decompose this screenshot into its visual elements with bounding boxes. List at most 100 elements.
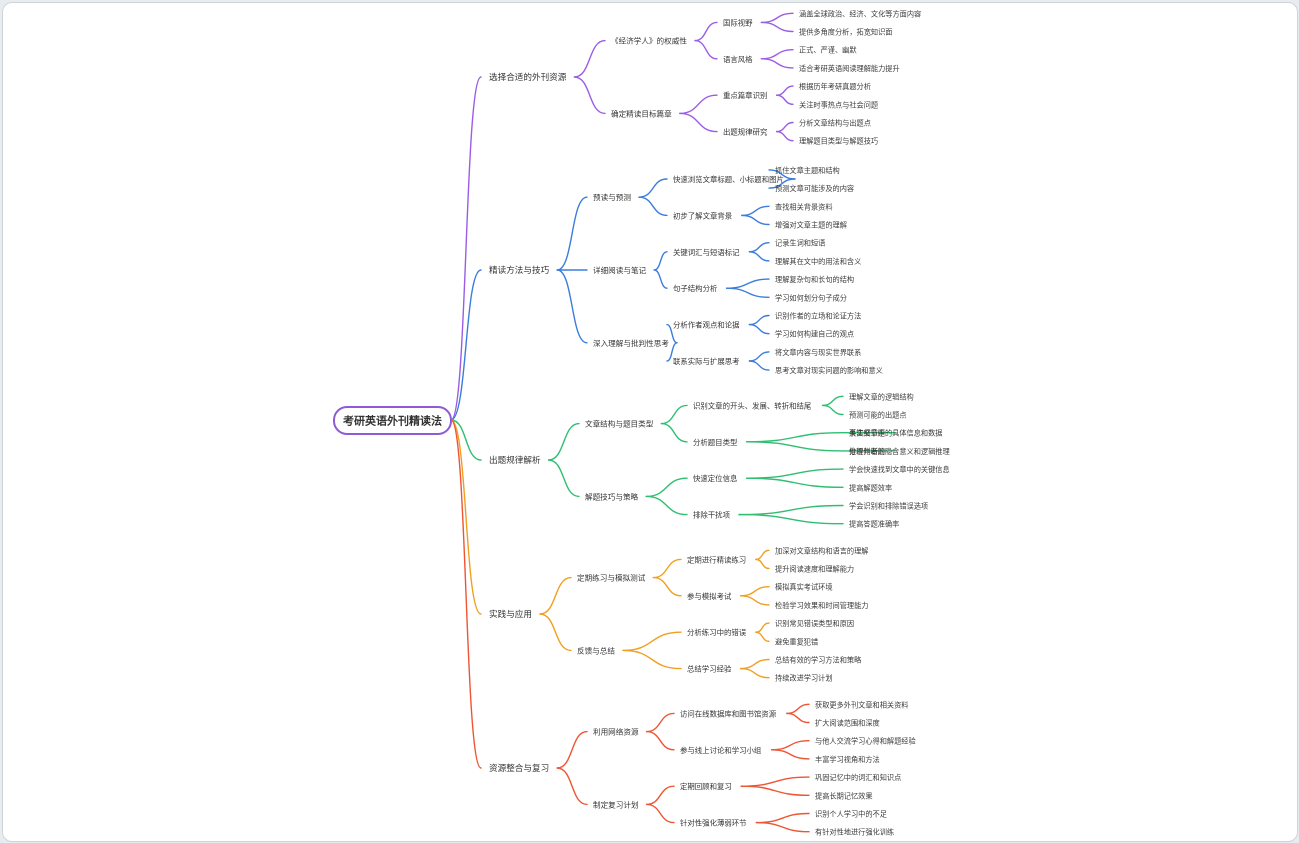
node-label-depth-4[interactable]: 识别个人学习中的不足 xyxy=(815,810,887,819)
root-node[interactable]: 考研英语外刊精读法 xyxy=(333,406,452,435)
node-label-depth-4[interactable]: 提高长期记忆效果 xyxy=(815,791,873,800)
node-label-depth-3[interactable]: 参与线上讨论和学习小组 xyxy=(680,746,762,755)
node-label-depth-4[interactable]: 学习如何构建自己的观点 xyxy=(775,330,854,339)
edge xyxy=(450,419,482,615)
node-label-depth-4[interactable]: 适合考研英语阅读理解能力提升 xyxy=(799,64,900,73)
edge xyxy=(740,776,810,787)
node-label-depth-3[interactable]: 句子结构分析 xyxy=(673,284,718,293)
edge xyxy=(556,269,588,344)
node-label-depth-4[interactable]: 避免重复犯错 xyxy=(775,637,818,646)
node-label-depth-4[interactable]: 思考文章对现实问题的影响和意义 xyxy=(775,366,883,375)
node-label-depth-4[interactable]: 增强对文章主题的理解 xyxy=(775,221,847,230)
node-label-depth-3[interactable]: 快速浏览文章标题、小标题和图片 xyxy=(673,175,784,184)
node-label-depth-4[interactable]: 提高答题准确率 xyxy=(849,520,899,529)
node-label-depth-4[interactable]: 模拟真实考试环境 xyxy=(775,583,833,592)
edge xyxy=(638,196,668,217)
edge xyxy=(741,205,770,217)
node-label-depth-4[interactable]: 有针对性地进行强化训练 xyxy=(815,828,894,837)
node-label-depth-4[interactable]: 加深对文章结构和语言的理解 xyxy=(775,546,868,555)
node-label-depth-4[interactable]: 分析文章结构与出题点 xyxy=(799,119,871,128)
node-label-depth-4[interactable]: 抓住文章主题和结构 xyxy=(775,166,840,175)
node-label-depth-3[interactable]: 国际视野 xyxy=(723,18,753,27)
node-label-depth-3[interactable]: 重点篇章识别 xyxy=(723,91,767,100)
edge xyxy=(694,39,718,60)
edge xyxy=(745,432,844,443)
node-label-depth-5[interactable]: 关注文章中的具体信息和数据 xyxy=(849,429,942,438)
node-label-depth-4[interactable]: 总结有效的学习方法和策略 xyxy=(775,656,862,665)
node-label-depth-3[interactable]: 出题规律研究 xyxy=(723,128,768,137)
node-label-depth-3[interactable]: 分析练习中的错误 xyxy=(687,628,747,637)
node-label-depth-4[interactable]: 提高解题效率 xyxy=(849,483,892,492)
node-label-depth-4[interactable]: 识别常见错误类型和原因 xyxy=(775,619,854,628)
node-label-depth-3[interactable]: 识别文章的开头、发展、转折和结尾 xyxy=(693,401,811,410)
node-label-depth-3[interactable]: 初步了解文章背景 xyxy=(673,211,732,220)
node-label-depth-3[interactable]: 针对性强化薄弱环节 xyxy=(680,819,747,828)
node-label-depth-1[interactable]: 资源整合与复习 xyxy=(489,762,549,774)
node-label-depth-4[interactable]: 获取更多外刊文章和相关资料 xyxy=(815,700,908,709)
node-label-depth-4[interactable]: 关注时事热点与社会问题 xyxy=(799,100,878,109)
node-label-depth-4[interactable]: 学会识别和排除错误选项 xyxy=(849,502,928,511)
node-label-depth-2[interactable]: 解题技巧与策略 xyxy=(585,491,639,501)
node-label-depth-5[interactable]: 分析作者的隐含意义和逻辑推理 xyxy=(849,447,950,456)
node-label-depth-3[interactable]: 参与模拟考试 xyxy=(687,592,732,601)
edge xyxy=(547,422,580,461)
node-label-depth-3[interactable]: 语言风格 xyxy=(723,55,753,64)
node-label-depth-3[interactable]: 分析作者观点和论据 xyxy=(673,321,740,330)
node-label-depth-4[interactable]: 推理判断题 xyxy=(849,447,885,456)
edge xyxy=(786,712,810,724)
node-label-depth-4[interactable]: 持续改进学习计划 xyxy=(775,674,833,683)
node-label-depth-3[interactable]: 排除干扰项 xyxy=(693,511,731,520)
node-label-depth-4[interactable]: 理解复杂句和长句的结构 xyxy=(775,275,854,284)
node-label-depth-4[interactable]: 根据历年考研真题分析 xyxy=(799,82,871,91)
node-label-depth-2[interactable]: 文章结构与题目类型 xyxy=(585,419,654,429)
node-label-depth-4[interactable]: 学习如何划分句子成分 xyxy=(775,293,847,302)
node-label-depth-4[interactable]: 理解题目类型与解题技巧 xyxy=(799,137,878,146)
node-label-depth-2[interactable]: 深入理解与批判性思考 xyxy=(593,338,669,348)
node-label-depth-4[interactable]: 将文章内容与现实世界联系 xyxy=(775,348,861,357)
node-label-depth-4[interactable]: 学会快速找到文章中的关键信息 xyxy=(849,465,950,474)
node-label-depth-4[interactable]: 预测可能的出题点 xyxy=(849,411,907,420)
node-label-depth-1[interactable]: 实践与应用 xyxy=(489,608,532,620)
node-label-depth-2[interactable]: 利用网络资源 xyxy=(593,727,639,737)
node-label-depth-2[interactable]: 制定复习计划 xyxy=(593,799,639,809)
node-label-depth-3[interactable]: 总结学习经验 xyxy=(687,665,732,674)
node-label-depth-4[interactable]: 丰富学习视角和方法 xyxy=(815,755,880,764)
node-label-depth-4[interactable]: 理解文章的逻辑结构 xyxy=(849,392,914,401)
node-label-depth-2[interactable]: 反馈与总结 xyxy=(577,645,615,655)
node-label-depth-2[interactable]: 定期练习与模拟测试 xyxy=(577,573,646,583)
edge xyxy=(450,269,482,421)
node-label-depth-1[interactable]: 选择合适的外刊资源 xyxy=(489,71,567,83)
node-label-depth-4[interactable]: 预测文章可能涉及的内容 xyxy=(775,184,854,193)
node-label-depth-3[interactable]: 访问在线数据库和图书馆资源 xyxy=(680,709,777,718)
node-label-depth-3[interactable]: 快速定位信息 xyxy=(693,474,737,483)
node-label-depth-4[interactable]: 巩固记忆中的词汇和知识点 xyxy=(815,773,901,782)
node-label-depth-4[interactable]: 事实细节题 xyxy=(849,429,885,438)
node-label-depth-4[interactable]: 扩大阅读范围和深度 xyxy=(815,719,880,728)
node-label-depth-3[interactable]: 联系实际与扩展思考 xyxy=(673,357,740,366)
node-label-depth-2[interactable]: 《经济学人》的权威性 xyxy=(611,36,687,46)
node-label-depth-4[interactable]: 正式、严谨、幽默 xyxy=(799,46,857,55)
node-label-depth-4[interactable]: 涵盖全球政治、经济、文化等方面内容 xyxy=(799,9,921,18)
edge xyxy=(653,269,668,289)
node-label-depth-2[interactable]: 详细阅读与笔记 xyxy=(593,265,647,275)
node-label-depth-3[interactable]: 定期进行精读练习 xyxy=(687,555,746,564)
node-label-depth-3[interactable]: 关键词汇与短语标记 xyxy=(673,248,740,257)
node-label-depth-4[interactable]: 检验学习效果和时间管理能力 xyxy=(775,601,868,610)
node-label-depth-4[interactable]: 查找相关背景资料 xyxy=(775,202,833,211)
node-label-depth-1[interactable]: 精读方法与技巧 xyxy=(489,264,550,276)
node-label-depth-3[interactable]: 定期回顾和复习 xyxy=(680,782,732,791)
node-label-depth-2[interactable]: 预读与预测 xyxy=(593,192,631,202)
node-label-depth-4[interactable]: 记录生词和短语 xyxy=(775,239,825,248)
node-label-depth-4[interactable]: 提升阅读速度和理解能力 xyxy=(775,565,854,574)
node-label-depth-4[interactable]: 提供多角度分析，拓宽知识面 xyxy=(799,28,892,37)
node-label-depth-3[interactable]: 分析题目类型 xyxy=(693,438,738,447)
edge xyxy=(748,360,770,371)
mindmap-edges xyxy=(450,12,896,833)
node-label-depth-2[interactable]: 确定精读目标篇章 xyxy=(611,108,672,118)
node-label-depth-4[interactable]: 识别作者的立场和论证方法 xyxy=(775,312,861,321)
node-label-depth-4[interactable]: 理解其在文中的用法和含义 xyxy=(775,257,861,266)
node-label-depth-4[interactable]: 与他人交流学习心得和解题经验 xyxy=(815,737,916,746)
edge xyxy=(666,342,678,362)
node-label-depth-1[interactable]: 出题规律解析 xyxy=(489,454,541,466)
